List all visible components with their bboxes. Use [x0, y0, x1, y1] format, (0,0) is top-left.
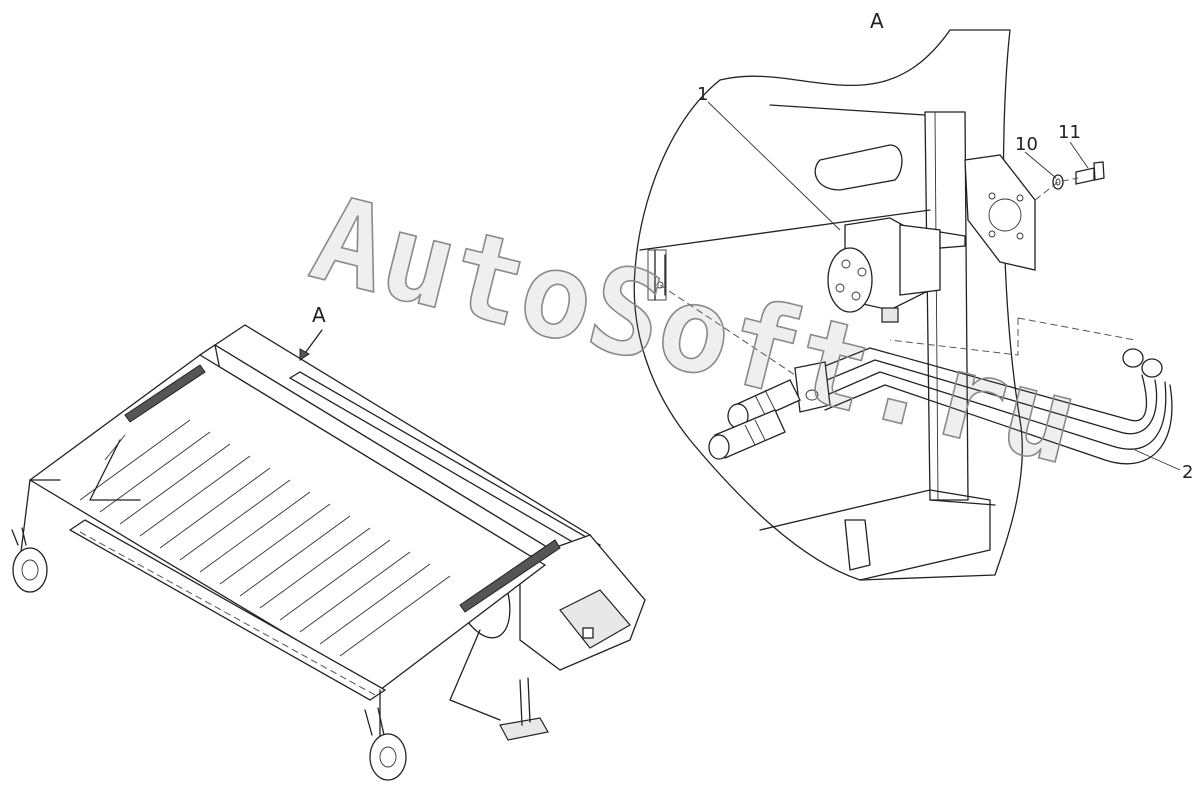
caster-wheel-right [364, 707, 407, 781]
bolt [1075, 161, 1105, 185]
view-a-pointer-label: A [312, 303, 326, 327]
callout-2: 2 [1182, 462, 1193, 483]
hydraulic-motor [827, 217, 966, 323]
leader-lines [707, 101, 1181, 471]
mounting-plate [964, 154, 1036, 271]
view-a-title: A [870, 9, 884, 33]
panel-window [814, 144, 903, 191]
hose-assembly [708, 347, 1173, 465]
header-assembly: КЛ [11, 324, 646, 781]
spring-left [104, 364, 206, 461]
front-beam [68, 519, 387, 701]
washer [1052, 174, 1064, 190]
detail-boundary [633, 29, 1023, 581]
frame-post [924, 111, 969, 501]
header-floor [28, 354, 547, 691]
spring-right [459, 539, 561, 613]
callout-1: 1 [697, 84, 708, 105]
pickup-fingers [79, 419, 451, 657]
support-stand [499, 717, 549, 741]
detail-view-a [633, 29, 1173, 581]
caster-wheel-left [11, 527, 48, 593]
plate-bore [988, 198, 1022, 232]
top-beam [288, 371, 602, 553]
callout-11: 11 [1058, 122, 1081, 143]
callout-10: 10 [1015, 134, 1038, 155]
